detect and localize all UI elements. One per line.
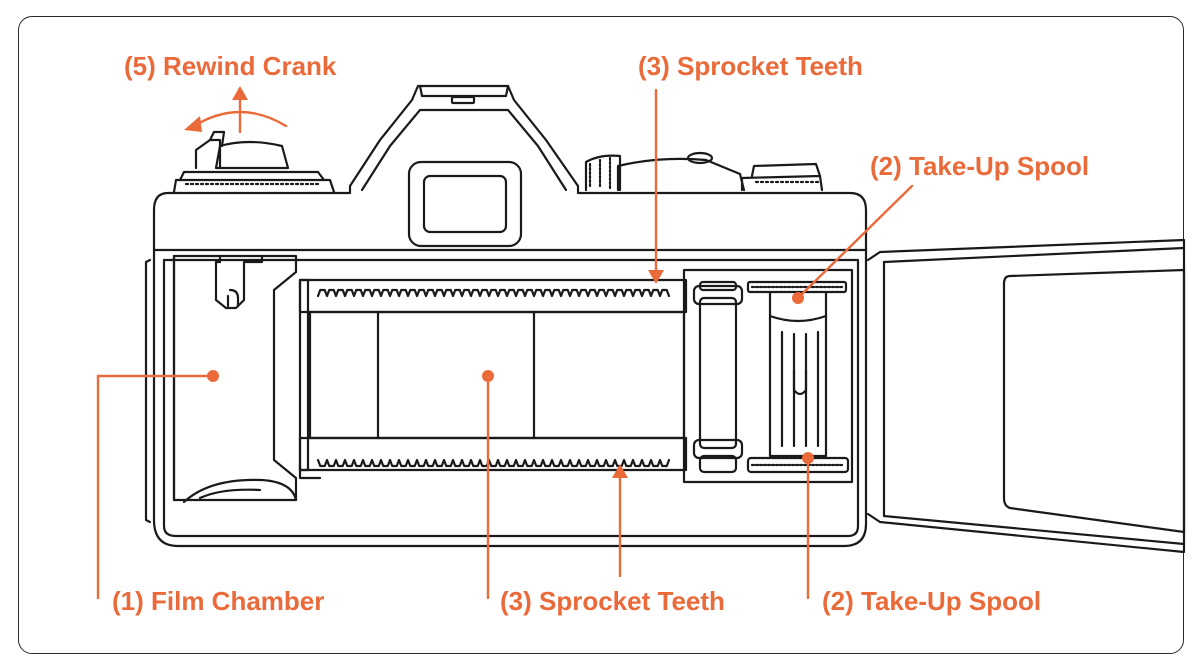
film-chamber-leader <box>96 374 214 600</box>
label-sprocket-teeth-bottom: (3) Sprocket Teeth <box>500 586 725 616</box>
annotation-markers <box>184 86 814 478</box>
diagram-frame <box>18 16 1184 654</box>
hot-shoe <box>418 84 510 98</box>
label-take-up-spool-bottom: (2) Take-Up Spool <box>822 586 1042 616</box>
sprocket-bottom-arrowhead <box>612 464 628 478</box>
take-up-spool-shape <box>746 280 850 474</box>
camera-body <box>144 84 1186 554</box>
viewfinder-outer <box>407 160 523 248</box>
film-chamber-shape <box>172 254 298 504</box>
spool-compartment <box>682 268 854 484</box>
body-shell <box>152 248 868 548</box>
open-back-door <box>866 238 1186 554</box>
top-plate <box>152 84 868 252</box>
prism-inner <box>360 108 568 192</box>
rewind-arc-arrowhead <box>184 116 202 132</box>
sprocket-teeth-top <box>316 288 671 298</box>
take-up-top-leader <box>798 184 914 298</box>
film-chamber-dot <box>207 370 219 382</box>
take-up-bottom-dot <box>802 452 814 464</box>
label-rewind-crank: (5) Rewind Crank <box>124 51 337 81</box>
right-dials <box>584 151 824 192</box>
sprocket-roller <box>692 280 744 474</box>
rewind-up-arrowhead <box>232 86 248 100</box>
rewind-knob <box>172 130 336 194</box>
annotation-leaders <box>96 88 914 600</box>
label-take-up-spool-top: (2) Take-Up Spool <box>870 151 1090 181</box>
sprocket-top-arrowhead <box>648 270 664 284</box>
viewfinder-inner <box>422 174 508 234</box>
label-film-chamber: (1) Film Chamber <box>112 586 325 616</box>
sprocket-teeth-bottom <box>316 458 671 468</box>
center-dot <box>482 370 494 382</box>
label-sprocket-teeth-top: (3) Sprocket Teeth <box>638 51 863 81</box>
take-up-top-dot <box>792 292 804 304</box>
